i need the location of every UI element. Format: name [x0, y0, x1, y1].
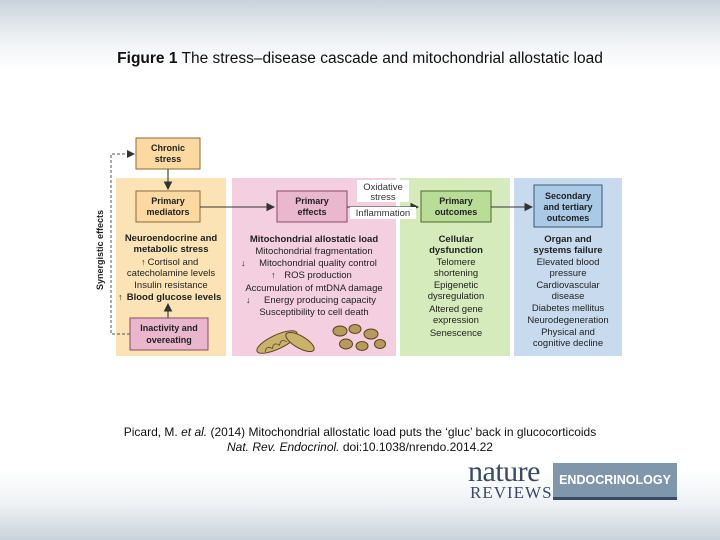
inflammation-bg [350, 207, 416, 219]
inactivity-line2: overeating [146, 335, 192, 345]
organ-item-3: Cardiovascular [536, 280, 599, 291]
elongated-mitochondrion-icon [285, 331, 315, 353]
secondary-line2: and tertiary [543, 202, 592, 212]
primary-mediators-box: Primary mediators [135, 190, 201, 223]
mito-title: Mitochondrial allostatic load [250, 234, 378, 245]
cellular-title-1: Cellular [439, 234, 474, 245]
mito-item-3: ROS production [284, 270, 352, 281]
fragmented-mitochondrion-icon [332, 324, 386, 351]
neuro-item-3: Insulin resistance [134, 280, 207, 291]
primary-effects-box: Primary effects [276, 190, 348, 223]
organ-item-8: cognitive decline [533, 338, 603, 349]
citation: Picard, M. et al. (2014) Mitochondrial a… [0, 425, 720, 455]
citation-etal: et al. [181, 425, 208, 439]
mediators-line2: mediators [146, 207, 189, 217]
up-arrow-icon: ↑ [271, 270, 276, 280]
neuro-title-1: Neuroendocrine and [125, 233, 218, 244]
cellular-item-3: Epigenetic [434, 280, 479, 291]
organ-item-4: disease [552, 291, 585, 302]
cellular-item-5: Altered gene [429, 304, 483, 315]
oxidative-bg [357, 180, 409, 202]
secondary-line1: Secondary [545, 191, 591, 201]
organ-title-1: Organ and [544, 234, 592, 245]
citation-title: (2014) Mitochondrial allostatic load put… [210, 425, 597, 439]
organ-block: Organ and systems failure Elevated blood… [527, 234, 608, 349]
mito-item-2: Mitochondrial quality control [259, 258, 377, 269]
reviews-logo: REVIEWS [470, 483, 553, 502]
figure-title: The stress–disease cascade and mitochond… [181, 50, 603, 67]
logo-underline [553, 497, 677, 500]
cellular-title-2: dysfunction [429, 245, 483, 256]
citation-journal: Nat. Rev. Endocrinol. [227, 440, 340, 454]
citation-line1: Picard, M. et al. (2014) Mitochondrial a… [0, 425, 720, 440]
citation-line2: Nat. Rev. Endocrinol. doi:10.1038/nrendo… [0, 440, 720, 455]
organ-item-7: Physical and [541, 327, 595, 338]
outcomes-line2: outcomes [435, 207, 478, 217]
inactivity-box: Inactivity and overeating [129, 317, 209, 351]
endocrinology-badge: ENDOCRINOLOGY [553, 463, 677, 497]
down-arrow-icon: ↓ [241, 258, 246, 268]
organ-item-1: Elevated blood [537, 257, 600, 268]
chronic-stress-box: Chronic stress [135, 137, 201, 170]
neuro-title-2: metabolic stress [134, 244, 209, 255]
organ-title-2: systems failure [533, 245, 602, 256]
organ-item-5: Diabetes mellitus [532, 303, 605, 314]
mito-item-6: Susceptibility to cell death [259, 307, 368, 318]
cellular-item-1: Telomere [436, 257, 475, 268]
neuro-item-2: catecholamine levels [127, 268, 215, 279]
outcomes-line1: Primary [439, 196, 473, 206]
inflammation-label: Inflammation [356, 208, 410, 219]
oxidative-line1: Oxidative [363, 182, 403, 193]
up-arrow-icon: ↑ [118, 292, 123, 302]
mito-item-5: Energy producing capacity [264, 295, 376, 306]
cellular-item-7: Senescence [430, 328, 482, 339]
cellular-item-6: expression [433, 315, 479, 326]
synergistic-label: Synergistic effects [95, 210, 105, 290]
page-title: Figure 1 The stress–disease cascade and … [0, 50, 720, 68]
nature-logo: nature [468, 455, 540, 488]
cellular-block: Cellular dysfunction Telomere shortening… [428, 234, 485, 339]
mitochondria-illustration [256, 324, 386, 354]
up-arrow-icon: ↑ [141, 257, 146, 267]
citation-author: Picard, M. [123, 425, 178, 439]
mediators-line1: Primary [151, 196, 185, 206]
mito-block: Mitochondrial allostatic load Mitochondr… [245, 234, 382, 318]
oxidative-line2: stress [370, 192, 396, 203]
secondary-outcomes-box: Secondary and tertiary outcomes [533, 184, 603, 228]
citation-doi: doi:10.1038/nrendo.2014.22 [342, 440, 493, 454]
organ-item-6: Neurodegeneration [527, 315, 608, 326]
chronic-stress-line1: Chronic [151, 143, 185, 153]
cellular-item-2: shortening [434, 268, 478, 279]
primary-outcomes-box: Primary outcomes [420, 190, 492, 223]
effects-line1: Primary [295, 196, 329, 206]
neuro-item-4: Blood glucose levels [127, 292, 222, 303]
cellular-item-4: dysregulation [428, 291, 485, 302]
synergistic-bracket [110, 150, 135, 335]
inactivity-line1: Inactivity and [140, 323, 198, 333]
neuro-item-1: Cortisol and [148, 257, 199, 268]
mito-item-4: Accumulation of mtDNA damage [245, 283, 382, 294]
organ-item-2: pressure [550, 268, 587, 279]
down-arrow-icon: ↓ [246, 295, 251, 305]
mito-item-1: Mitochondrial fragmentation [255, 246, 372, 257]
secondary-line3: outcomes [547, 213, 590, 223]
figure-label: Figure 1 [117, 50, 178, 67]
effects-line2: effects [297, 207, 326, 217]
neuroendocrine-block: Neuroendocrine and metabolic stress Cort… [125, 233, 221, 303]
chronic-stress-line2: stress [155, 154, 182, 164]
